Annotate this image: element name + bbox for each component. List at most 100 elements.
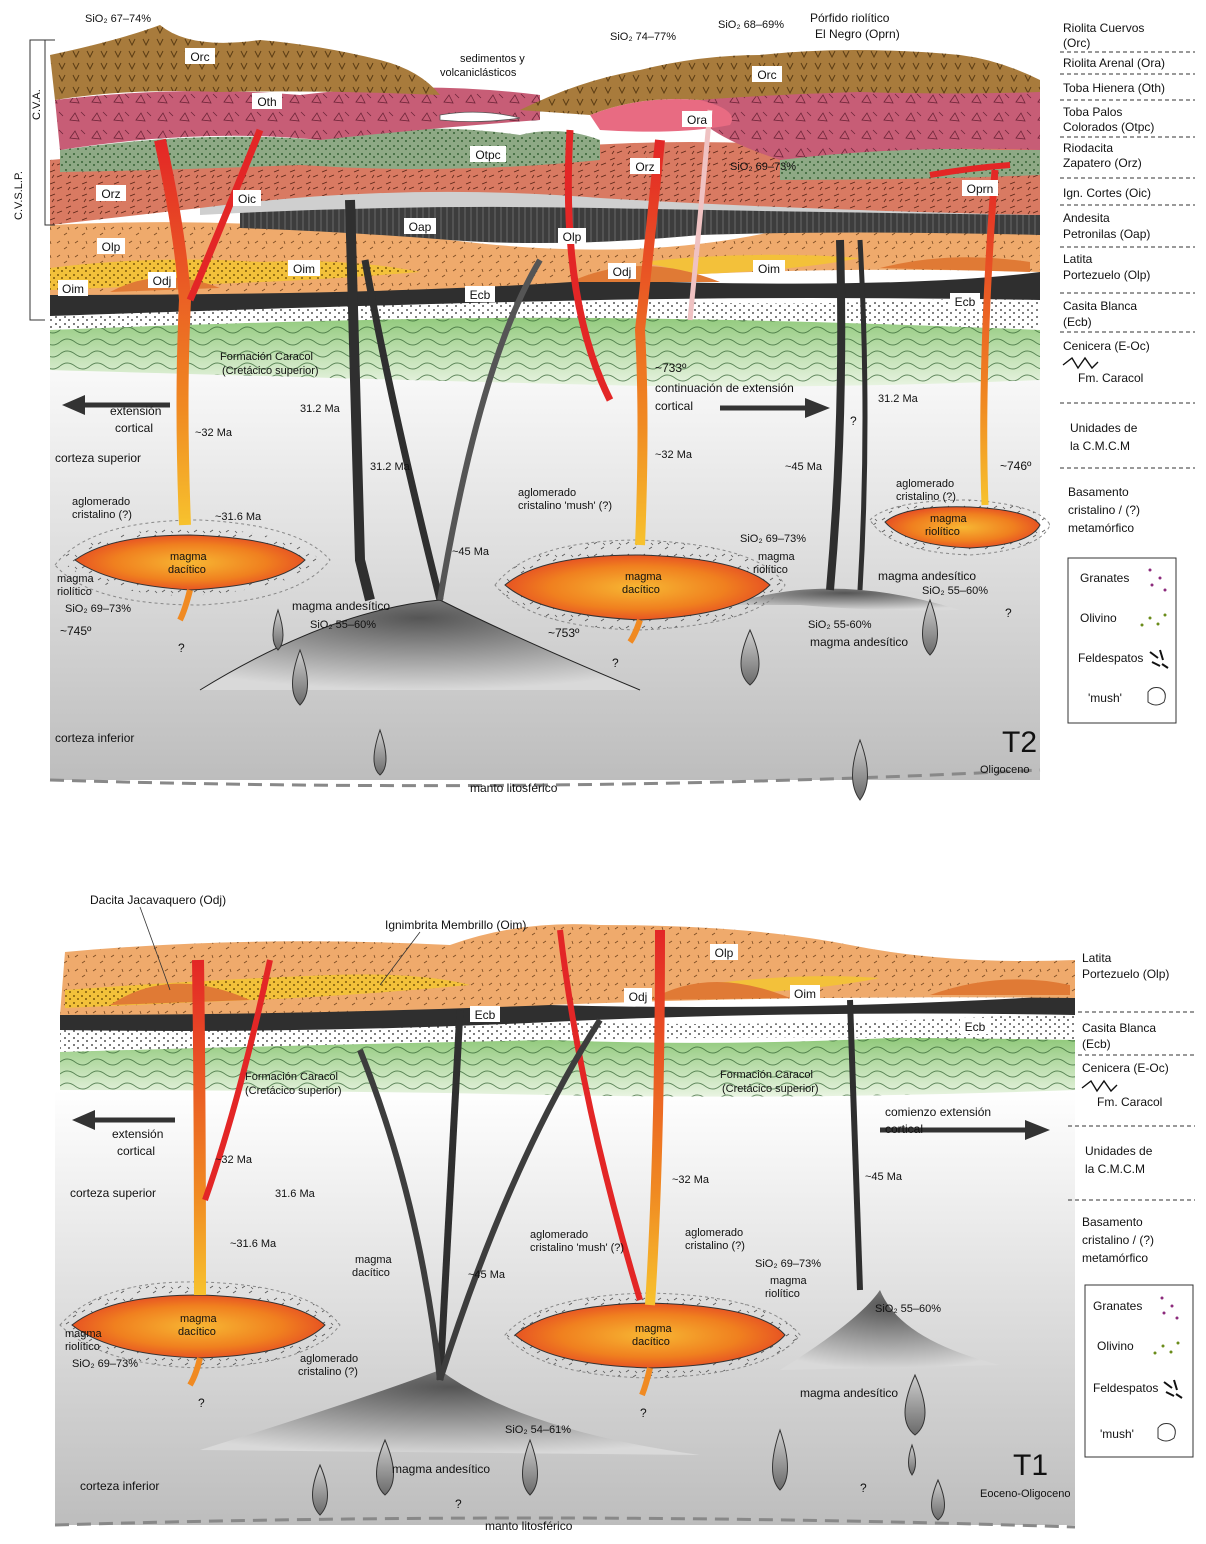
- legend-t2-7-l2: Portezuelo (Olp): [1063, 268, 1150, 282]
- t2-extension-2: cortical: [115, 421, 153, 435]
- legend-t2-2-l1: Toba Hienera (Oth): [1063, 81, 1165, 95]
- t1-magma-mid: magma: [635, 1323, 673, 1335]
- legend-t2-7-l1: Latita: [1063, 252, 1093, 266]
- t2-unit-orc-right: Orc: [757, 68, 776, 82]
- panel-t2: C.V.S.L.P. C.V.A. Orc Orc Oth Otpc Orz O…: [13, 11, 1195, 801]
- t2-unit-orc-left: Orc: [190, 50, 209, 64]
- t1-magma-riolitico-left: magma: [65, 1328, 103, 1340]
- t1-dacitic-conduit-mid: [645, 929, 665, 1306]
- t1-box-odj: [624, 988, 652, 1004]
- t1-box-oim: [790, 985, 820, 1001]
- t1-q-2: ?: [640, 1406, 647, 1420]
- t2-otpc-left-texture: [60, 128, 600, 172]
- t2-box-oim-right: [753, 260, 785, 276]
- t2-magma-riolitico-left: magma: [57, 573, 95, 585]
- t1-odj-lens-right: [930, 979, 1070, 995]
- t1-drop-2: [376, 1438, 394, 1496]
- t1-formacion-caracol-a: Formación Caracol: [245, 1071, 338, 1083]
- legend-t2-4-l1: Riodacita: [1063, 141, 1113, 155]
- t1-riolitico-mid: riolítico: [765, 1288, 800, 1300]
- t2-aglomerado-2: aglomerado: [518, 487, 576, 499]
- t2-caracol-texture: [50, 300, 1040, 387]
- t2-bracket-cva: [44, 39, 55, 226]
- legend-t2-mush: 'mush': [1088, 691, 1122, 705]
- legend-t1-4-l1: Unidades de: [1085, 1144, 1153, 1158]
- t1-dacitico-mid: dacítico: [632, 1336, 670, 1348]
- t2-porfido: Pórfido riolítico: [810, 11, 890, 25]
- t1-dacitico-left: dacítico: [178, 1326, 216, 1338]
- t2-box-olp-mid: [558, 228, 586, 244]
- t1-arrow-left-head: [72, 1110, 95, 1130]
- t2-dacitico-mid: dacítico: [622, 584, 660, 596]
- legend-t1-granates: Granates: [1093, 1299, 1142, 1313]
- t2-dacitic-conduit-mid: [634, 139, 665, 546]
- t2-moho-line: [49, 768, 1041, 788]
- t2-t733: ~733º: [655, 361, 687, 375]
- t1-aglomerado-2: aglomerado: [530, 1229, 588, 1241]
- t1-drop-4: [772, 1428, 788, 1491]
- legend-t1-granates-icon: [1160, 1296, 1179, 1320]
- legend-t2-5-l1: Ign. Cortes (Oic): [1063, 186, 1151, 200]
- t2-drop-6: [852, 738, 868, 801]
- t1-chamber-left-tail: [187, 1357, 203, 1387]
- t2-ma32-a: ~32 Ma: [195, 427, 233, 439]
- legend-t1-0-l1: Latita: [1082, 951, 1112, 965]
- t1-drop-1: [312, 1463, 328, 1516]
- t2-aglomerado-1: aglomerado: [72, 496, 130, 508]
- t1-aglomerado-1b: cristalino (?): [298, 1366, 358, 1378]
- t2-magma-right: magma: [930, 513, 968, 525]
- t2-ma32-b: ~32 Ma: [655, 449, 693, 461]
- t1-magma-left: magma: [180, 1313, 218, 1325]
- t2-sio2-mid: SiO₂ 69–73%: [740, 533, 806, 545]
- t2-aglomerado-3: aglomerado: [896, 478, 954, 490]
- t1-andesitic-conduit-1: [436, 1009, 464, 1381]
- t2-oth-right-texture: [700, 88, 1040, 160]
- t2-unit-olp-left: Olp: [102, 240, 121, 254]
- legend-t2-mush-icon: [1147, 687, 1166, 706]
- t2-unit-ecb-mid: Ecb: [470, 288, 491, 302]
- t2-q-1: ?: [178, 641, 185, 655]
- t2-sio2-andesitic-r: SiO₂ 55–60%: [922, 585, 988, 597]
- t1-corteza-inferior: corteza inferior: [80, 1479, 159, 1493]
- t1-sio2-left: SiO₂ 69–73%: [72, 1358, 138, 1370]
- t1-ma45-b: ~45 Ma: [468, 1269, 506, 1281]
- t2-sio2-andesitic-c: SiO₂ 55–60%: [310, 619, 376, 631]
- t1-magma-andesitico-a: magma andesítico: [392, 1462, 490, 1476]
- t2-box-orc-right: [752, 66, 782, 82]
- t1-box-olp: [710, 944, 738, 960]
- t2-t745: ~745º: [60, 624, 92, 638]
- t1-corteza-superior: corteza superior: [70, 1186, 156, 1200]
- t2-unit-otpc: Otpc: [475, 148, 500, 162]
- t1-unit-ecb-right: Ecb: [965, 1020, 986, 1034]
- t2-andesitic-conduit-5: [857, 239, 868, 591]
- t2-epoch-label: Oligoceno: [980, 764, 1030, 776]
- t1-epoch-label: Eoceno-Oligoceno: [980, 1488, 1071, 1500]
- legend-t1-feldespatos-icon: [1163, 1379, 1183, 1399]
- legend-t2-3-l2: Colorados (Otpc): [1063, 120, 1154, 134]
- legend-t2-granates-icon: [1148, 568, 1167, 592]
- t2-sio2-andesitic-r2: SiO₂ 55-60%: [808, 619, 872, 631]
- legend-t2-0-l2: (Orc): [1063, 36, 1090, 50]
- t2-box-ora: [682, 111, 712, 127]
- t2-corteza-inferior: corteza inferior: [55, 731, 134, 745]
- t2-ma312-a: 31.2 Ma: [300, 403, 341, 415]
- t2-unit-oim-right: Oim: [758, 262, 780, 276]
- t2-q-4: ?: [850, 414, 857, 428]
- t1-leader-odj: [139, 906, 171, 991]
- t2-ma312-b: 31.2 Ma: [370, 461, 411, 473]
- legend-t1-2-l1: Cenicera (E-Oc): [1082, 1061, 1169, 1075]
- t1-dacitic-chamber-left: [71, 1294, 326, 1359]
- legend-t1-3-l1: Fm. Caracol: [1097, 1095, 1162, 1109]
- t1-ma32-b: ~32 Ma: [672, 1174, 710, 1186]
- legend-t2-11-l1: Unidades de: [1070, 421, 1138, 435]
- t1-moho-line: [54, 1516, 1076, 1529]
- legend-t2-8-l2: (Ecb): [1063, 315, 1092, 329]
- t2-ma45-a: ~45 Ma: [785, 461, 823, 473]
- legend-t2-1-l1: Riolita Arenal (Ora): [1063, 56, 1165, 70]
- t2-riolitico-left: riolítico: [57, 586, 92, 598]
- t2-continuacion-1: continuación de extensión: [655, 381, 794, 395]
- t1-riolitico-left: riolítico: [65, 1341, 100, 1353]
- legend-t2-feldespatos: Feldespatos: [1078, 651, 1143, 665]
